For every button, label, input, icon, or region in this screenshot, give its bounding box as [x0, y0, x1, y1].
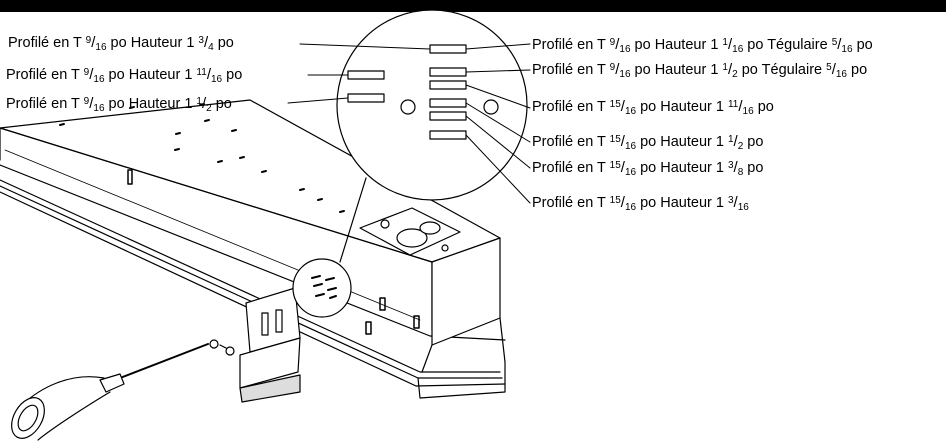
detail-callout-large [336, 9, 528, 201]
label-right-2: Profilé en T 9/16 po Hauteur 1 1/2 po Té… [532, 61, 868, 80]
label-left-3: Profilé en T 9/16 po Hauteur 1 1/2 po [6, 95, 232, 114]
side-slots [127, 169, 420, 335]
detail-callout-small [292, 177, 367, 318]
label-left-1: Profilé en T 9/16 po Hauteur 1 3/4 po [8, 34, 234, 53]
label-right-1: Profilé en T 9/16 po Hauteur 1 1/16 po T… [532, 36, 873, 55]
t-bar-clip [239, 287, 301, 403]
label-right-4: Profilé en T 15/16 po Hauteur 1 1/2 po [532, 133, 764, 152]
label-left-2: Profilé en T 9/16 po Hauteur 1 11/16 po [6, 66, 243, 85]
top-black-bar [0, 0, 946, 12]
label-right-6: Profilé en T 15/16 po Hauteur 1 3/16 [532, 194, 749, 213]
label-right-3: Profilé en T 15/16 po Hauteur 1 11/16 po [532, 98, 774, 117]
label-right-5: Profilé en T 15/16 po Hauteur 1 3/8 po [532, 159, 764, 178]
junction-box [359, 207, 461, 256]
leader-lines [287, 43, 531, 204]
light-fixture-housing [0, 99, 506, 399]
screws [209, 339, 235, 356]
screwdriver [11, 343, 209, 441]
top-slots [59, 103, 345, 213]
